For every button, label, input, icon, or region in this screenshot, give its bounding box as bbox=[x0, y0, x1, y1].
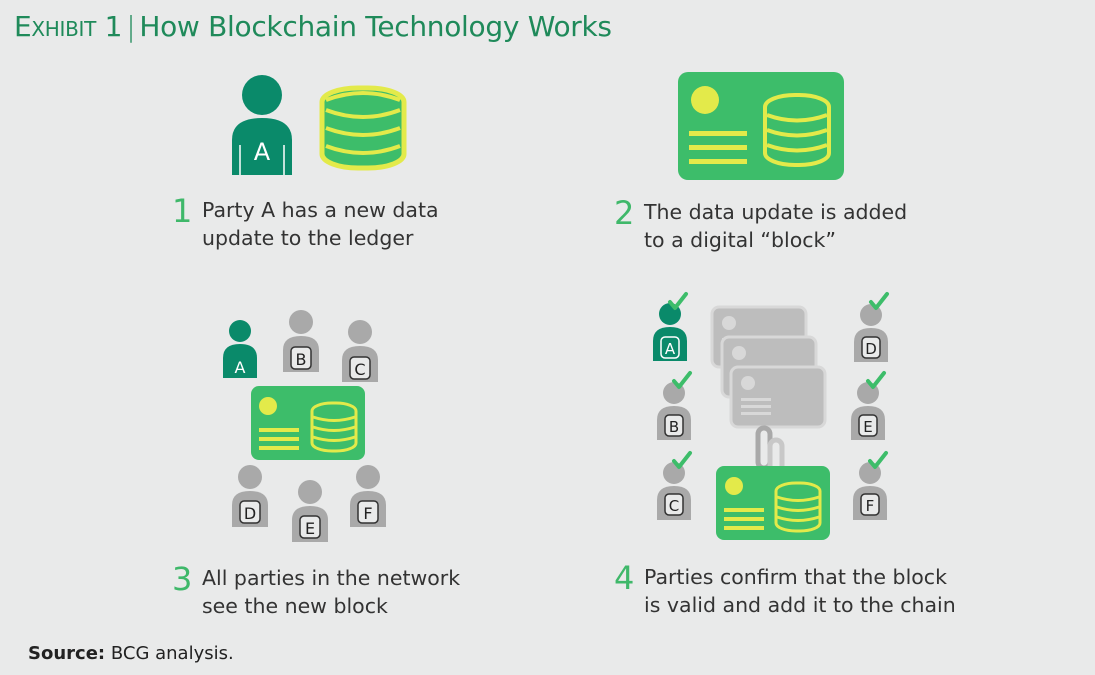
step-2-line-2: to a digital “block” bbox=[644, 228, 837, 252]
network-person-d-icon: D bbox=[232, 465, 268, 527]
step-3-text: All parties in the network see the new b… bbox=[202, 564, 460, 620]
diagram-artwork: A A B C bbox=[223, 72, 889, 542]
exhibit-title: Exhibit 1|How Blockchain Technology Work… bbox=[14, 10, 612, 43]
network-block-card-icon bbox=[251, 386, 365, 460]
check-icon bbox=[668, 292, 688, 310]
check-icon bbox=[868, 451, 888, 469]
check-icon bbox=[672, 371, 692, 389]
confirm-person-f-label: F bbox=[866, 497, 875, 515]
step-3-line-2: see the new block bbox=[202, 594, 388, 618]
confirm-person-c-label: C bbox=[669, 497, 679, 515]
step-1-number: 1 bbox=[172, 192, 193, 230]
step-1-line-1: Party A has a new data bbox=[202, 198, 439, 222]
confirm-person-e-label: E bbox=[863, 418, 872, 436]
network-person-c-icon: C bbox=[342, 320, 378, 382]
confirm-person-d-label: D bbox=[865, 340, 877, 358]
confirm-person-a-icon: A bbox=[653, 292, 688, 361]
source-note: Source: BCG analysis. bbox=[28, 643, 234, 664]
network-person-c-label: C bbox=[354, 360, 365, 379]
step-4-number: 4 bbox=[614, 559, 635, 597]
confirm-person-d-icon: D bbox=[854, 292, 889, 362]
person-a-label: A bbox=[254, 138, 271, 166]
block-card-icon bbox=[678, 72, 844, 180]
network-person-a-icon: A bbox=[223, 320, 257, 378]
confirm-person-e-icon: E bbox=[851, 371, 886, 440]
step-3-number: 3 bbox=[172, 560, 193, 598]
step-4-line-1: Parties confirm that the block bbox=[644, 565, 947, 589]
network-person-f-label: F bbox=[363, 504, 372, 523]
network-person-a-label: A bbox=[235, 358, 246, 377]
network-person-d-label: D bbox=[244, 504, 256, 523]
step-2-number: 2 bbox=[614, 194, 635, 232]
step-4: 4 Parties confirm that the block is vali… bbox=[614, 559, 956, 619]
new-block-card-icon bbox=[716, 466, 830, 540]
step-3-line-1: All parties in the network bbox=[202, 566, 461, 590]
network-person-e-label: E bbox=[305, 519, 315, 538]
source-text: BCG analysis. bbox=[110, 643, 234, 664]
network-person-e-icon: E bbox=[292, 480, 328, 542]
confirm-person-b-icon: B bbox=[657, 371, 692, 440]
check-icon bbox=[672, 451, 692, 469]
step-2-text: The data update is added to a digital “b… bbox=[644, 198, 907, 254]
title-text: How Blockchain Technology Works bbox=[139, 10, 612, 43]
step-3: 3 All parties in the network see the new… bbox=[172, 560, 460, 620]
exhibit-label: Exhibit 1 bbox=[14, 10, 123, 43]
step-2: 2 The data update is added to a digital … bbox=[614, 194, 907, 254]
source-label: Source: bbox=[28, 643, 106, 664]
database-icon bbox=[319, 85, 407, 171]
title-separator: | bbox=[126, 10, 136, 43]
step-4-text: Parties confirm that the block is valid … bbox=[644, 563, 956, 619]
network-person-f-icon: F bbox=[350, 465, 386, 527]
step-1-line-2: update to the ledger bbox=[202, 226, 414, 250]
chain-blocks-icon bbox=[710, 305, 827, 429]
confirm-person-b-label: B bbox=[669, 418, 679, 436]
network-person-b-icon: B bbox=[283, 310, 319, 372]
confirm-person-a-label: A bbox=[665, 340, 676, 358]
check-icon bbox=[866, 371, 886, 389]
step-4-line-2: is valid and add it to the chain bbox=[644, 593, 956, 617]
network-person-b-label: B bbox=[296, 350, 307, 369]
step-1-text: Party A has a new data update to the led… bbox=[202, 196, 439, 252]
confirm-person-f-icon: F bbox=[853, 451, 888, 520]
person-a-icon: A bbox=[232, 75, 292, 175]
step-2-line-1: The data update is added bbox=[644, 200, 908, 224]
step-1: 1 Party A has a new data update to the l… bbox=[172, 192, 439, 252]
check-icon bbox=[869, 292, 889, 310]
confirm-person-c-icon: C bbox=[657, 451, 692, 520]
